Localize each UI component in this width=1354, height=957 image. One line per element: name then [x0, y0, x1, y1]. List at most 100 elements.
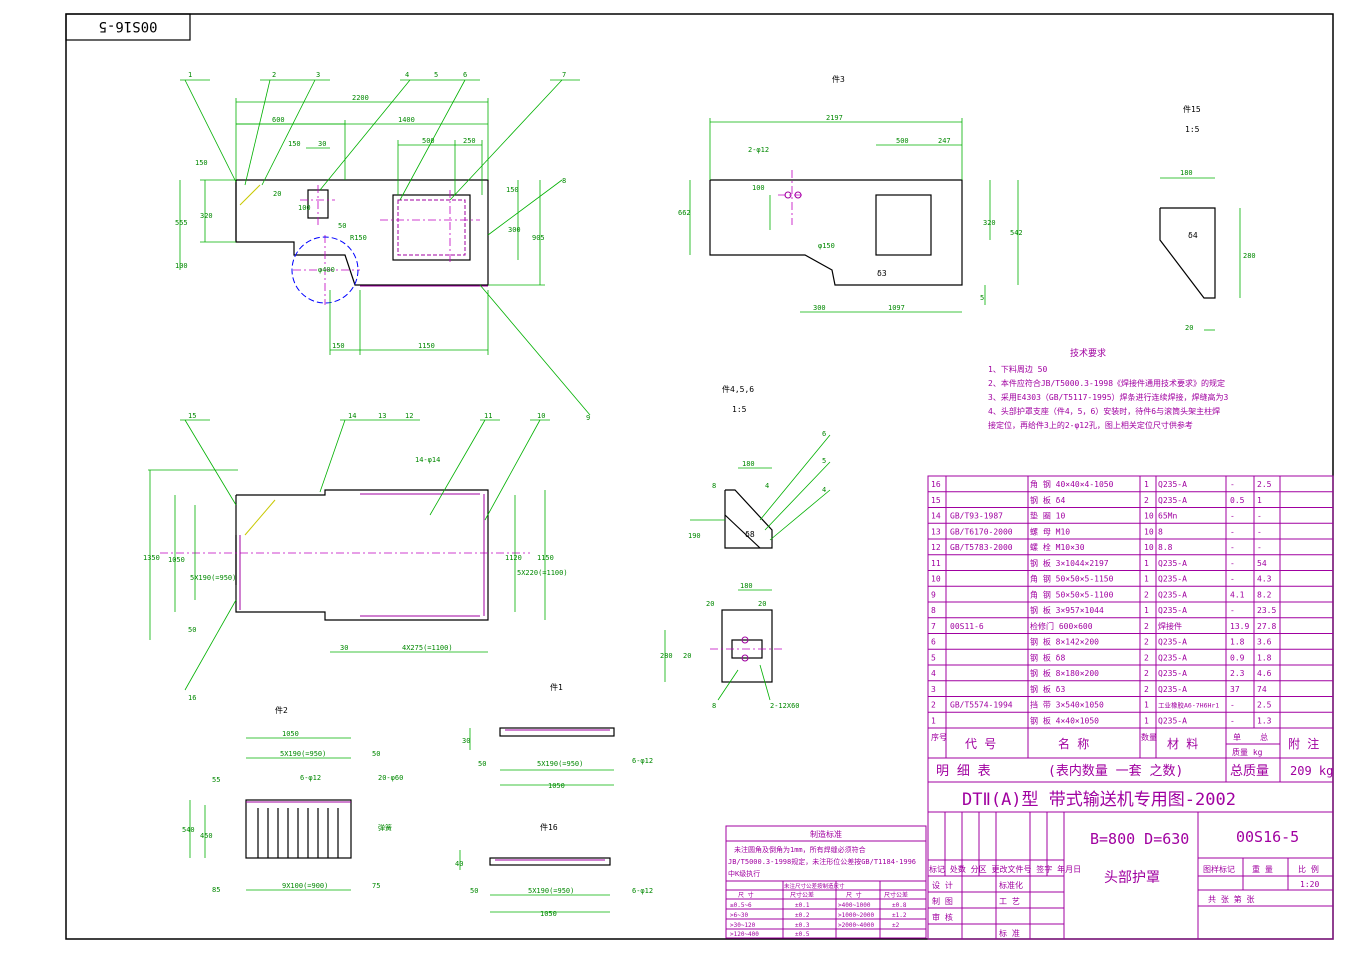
balloon: 11: [484, 412, 492, 420]
bom-cell: 钢 板 4×40×1050: [1030, 715, 1099, 725]
bom-cell: -: [1257, 527, 1262, 536]
bom-cell: 1: [1257, 496, 1262, 505]
dim: 14-φ14: [415, 456, 440, 464]
bom-cell: Q235-A: [1158, 606, 1187, 615]
dim: 50: [188, 626, 196, 634]
stamp-code: 00S16-5: [98, 18, 157, 34]
bom-cell: 6: [931, 638, 936, 647]
dim: 100: [298, 204, 311, 212]
dim: 20: [706, 600, 714, 608]
view-label-part16: 件16: [540, 822, 558, 832]
balloon: 8: [562, 177, 566, 185]
role-standard: 标 准: [999, 928, 1020, 938]
dim: 180: [742, 460, 755, 468]
stamp-box: [65, 13, 191, 41]
dim: 20: [758, 600, 766, 608]
part2-view: 件2 1050 5X190(=950) 50 6-φ12 55 20-φ60 5…: [182, 705, 403, 894]
bom-cell: 8.8: [1158, 543, 1173, 552]
bom-list-note: (表内数量 一套 之数): [1048, 763, 1183, 779]
dim: 50: [478, 760, 486, 768]
bom-header-qty: 数量: [1141, 732, 1157, 742]
dim: 555: [175, 219, 188, 227]
balloon: 14: [348, 412, 356, 420]
bom-cell: 11: [931, 559, 941, 568]
bom-cell: 2.3: [1230, 669, 1245, 678]
balloon: 13: [378, 412, 386, 420]
part-name: 头部护罩: [1104, 870, 1160, 886]
bom-cell: 螺 栓 M10×30: [1030, 542, 1085, 552]
mfg-title: 制造标准: [810, 829, 842, 839]
bom-cell: Q235-A: [1158, 716, 1187, 725]
dim: 1350: [143, 554, 160, 562]
balloon: 3: [316, 71, 320, 79]
params: B=800 D=630: [1090, 830, 1189, 848]
dim: φ400: [318, 266, 335, 274]
mfg-cell: >6~30: [730, 912, 748, 919]
bom-cell: 2.5: [1257, 480, 1272, 489]
bom-cell: -: [1230, 606, 1235, 615]
bom-cell: Q235-A: [1158, 575, 1187, 584]
mfg-cell: ±2: [892, 922, 900, 929]
dim: 1050: [548, 782, 565, 790]
bom-cell: 2: [1144, 622, 1149, 631]
bom-cell: 钢 板 3×1044×2197: [1030, 558, 1109, 568]
bom-cell: 1: [931, 716, 936, 725]
dim: 150: [288, 140, 301, 148]
bom-cell: 1: [1144, 480, 1149, 489]
bom-cell: -: [1257, 512, 1262, 521]
dim: 6-φ12: [300, 774, 321, 782]
dim: 600: [272, 116, 285, 124]
bom-cell: 角 钢 50×50×5-1100: [1030, 589, 1114, 599]
bom-cell: 4.3: [1257, 575, 1272, 584]
bom-cell: 10: [1144, 527, 1154, 536]
dim: 30: [462, 737, 470, 745]
dim: 50: [372, 750, 380, 758]
dim: 500: [422, 137, 435, 145]
dim: 6-φ12: [632, 887, 653, 895]
mfg-cell: >400~1000: [838, 902, 871, 909]
balloon: 2: [272, 71, 276, 79]
tech-req-item: 2、本件应符合JB/T5000.3-1998《焊接件通用技术要求》的规定: [988, 378, 1225, 388]
dim: 542: [1010, 229, 1023, 237]
bom-cell: 钢 板 8×142×200: [1030, 637, 1099, 647]
bom-cell: -: [1230, 480, 1235, 489]
dim: 5X190(=950): [537, 760, 583, 768]
dim: 300: [813, 304, 826, 312]
bom-cell: 16: [931, 480, 941, 489]
role-process: 工 艺: [999, 897, 1020, 906]
balloon: 7: [562, 71, 566, 79]
bom-cell: 0.9: [1230, 653, 1245, 662]
part3-dims: 2197 500 247 2-φ12 100 662 φ150 320 542 …: [678, 114, 1023, 312]
manufacturing-standard: 制造标准 未注圆角及倒角为1mm，所有焊缝必须符合 JB/T5000.3-199…: [725, 825, 927, 939]
role-design: 设 计: [932, 880, 953, 890]
dim: 6-φ12: [632, 757, 653, 765]
bom-cell: 2.5: [1257, 701, 1272, 710]
bom-cell: 1: [1144, 716, 1149, 725]
bom-cell: -: [1230, 527, 1235, 536]
bom-cell: 3: [931, 685, 936, 694]
dim: 30: [318, 140, 326, 148]
bom-cell: -: [1257, 543, 1262, 552]
mfg-cell: ±0.5: [795, 931, 810, 938]
tech-req-item: 1、下料周边 50: [988, 364, 1047, 374]
balloon: 15: [188, 412, 196, 420]
dim: 5X220(=1100): [517, 569, 568, 577]
dim: 40: [455, 860, 463, 868]
mfg-subtitle: 未注尺寸公差按制造尺寸: [784, 882, 845, 890]
mfg-cell: >2000~4000: [838, 922, 875, 929]
balloon: 10: [537, 412, 545, 420]
bom-cell: 角 钢 40×40×4-1050: [1030, 479, 1114, 489]
bom-cell: 4: [931, 669, 936, 678]
dim: 85: [212, 886, 220, 894]
mfg-cell: ≥0.5~6: [730, 902, 752, 909]
balloon: 5: [434, 71, 438, 79]
bom-cell: 钢 板 δ8: [1030, 652, 1065, 662]
bom-cell: 74: [1257, 685, 1267, 694]
dim: 1400: [398, 116, 415, 124]
total-mass-value: 209 kg: [1290, 764, 1333, 778]
mfg-line: 未注圆角及倒角为1mm，所有焊缝必须符合: [734, 845, 866, 854]
view-label-part456: 件4,5,6: [722, 384, 754, 394]
rubber-strips: [257, 808, 339, 858]
dim: 905: [532, 234, 545, 242]
